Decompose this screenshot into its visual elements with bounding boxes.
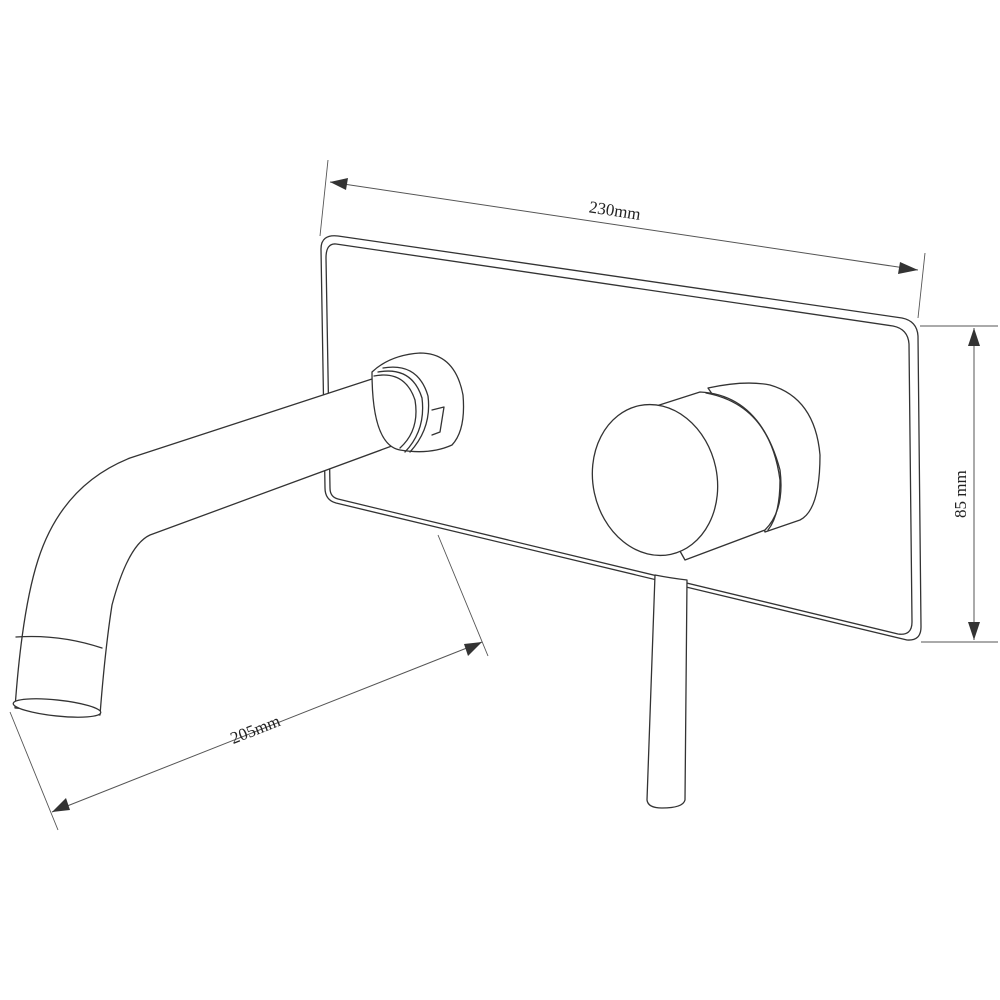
arrow-down-icon <box>968 622 980 640</box>
spout-label: 205mm <box>228 711 283 748</box>
arrow-left-icon <box>330 178 348 190</box>
arrow-up-icon <box>968 328 980 346</box>
height-label: 85 mm <box>951 470 970 518</box>
lever <box>646 574 688 809</box>
spout <box>12 377 401 718</box>
arrow-right-icon <box>898 262 918 274</box>
width-label: 230mm <box>588 197 642 223</box>
arrow-left-icon <box>52 798 70 812</box>
spout-collar <box>371 352 465 453</box>
handle-knob <box>591 382 821 561</box>
dimension-height: 85 mm <box>920 325 998 643</box>
arrow-right-icon <box>464 642 482 656</box>
